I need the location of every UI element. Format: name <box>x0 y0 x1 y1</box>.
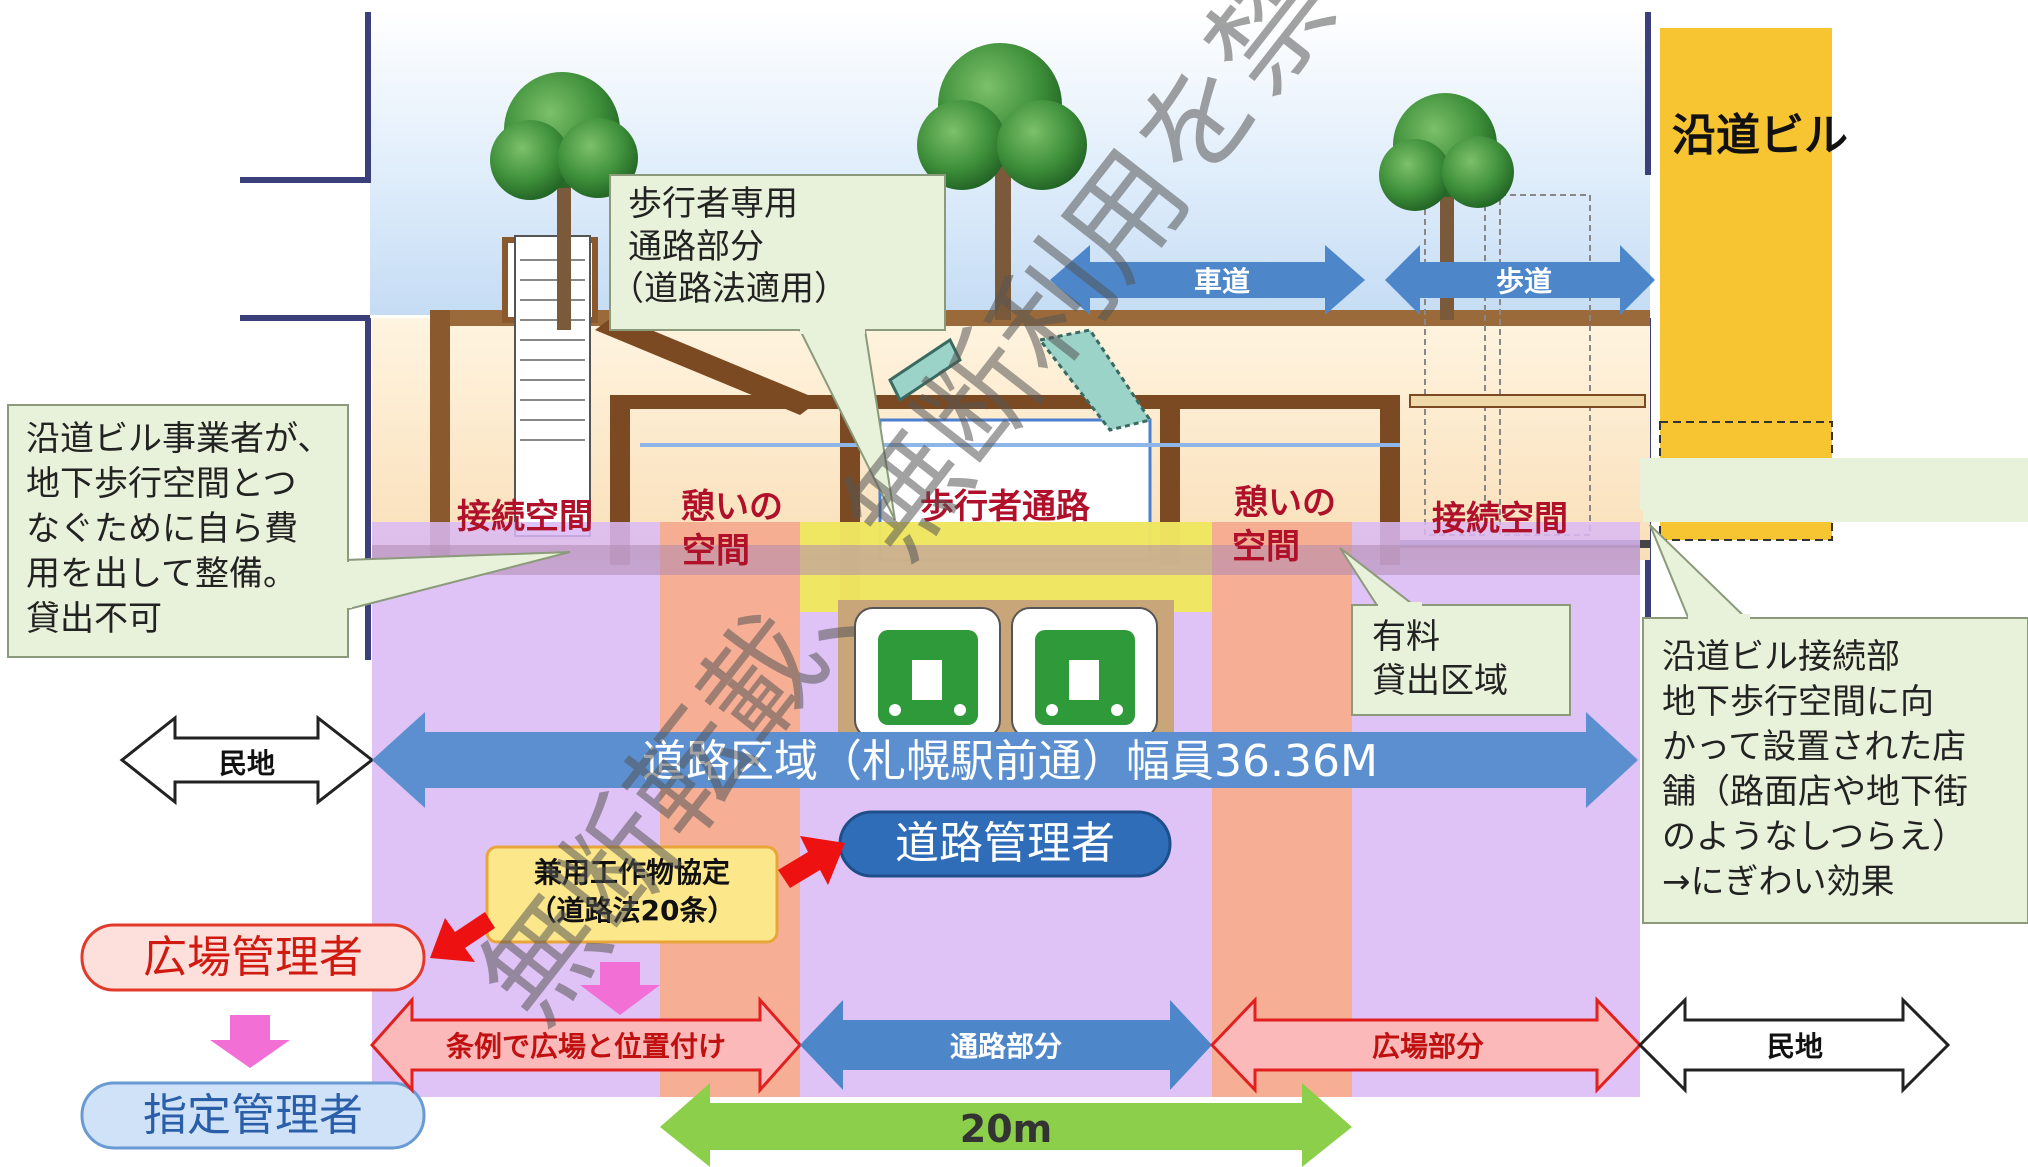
agreement-line2: （道路法20条） <box>529 894 736 927</box>
callout-connection-line4: 舗（路面店や地下街 <box>1662 772 1968 812</box>
private-land-right-label: 民地 <box>1767 1030 1823 1063</box>
pink-arrow-to-designated-manager <box>210 1015 290 1068</box>
zone-connection-left: 接続空間 <box>457 497 593 537</box>
plaza-section-label: 広場部分 <box>1372 1030 1484 1063</box>
roadway-arrow: 車道 <box>1050 245 1365 315</box>
width-20m-arrow: 20m <box>660 1083 1352 1167</box>
callout-building-operator: 沿道ビル事業者が、 地下歩行空間とつ なぐために自ら費 用を出して整備。 貸出不… <box>7 404 571 658</box>
designated-manager: 指定管理者 <box>80 1081 426 1150</box>
road-manager: 道路管理者 <box>838 810 1172 878</box>
callout-paid-rental-line2: 貸出区域 <box>1372 661 1508 701</box>
plaza-section-arrow: 広場部分 <box>1209 996 1643 1094</box>
callout-paid-rental-line1: 有料 <box>1372 617 1440 657</box>
callout-operator-line2: 地下歩行空間とつ <box>26 464 297 504</box>
sidewalk-arrow: 歩道 <box>1385 245 1655 315</box>
plaza-manager-label: 広場管理者 <box>143 932 363 983</box>
callout-connection-line6: →にぎわい効果 <box>1662 862 1895 902</box>
zone-rest-left-line1: 憩いの <box>681 487 783 527</box>
agreement-line1: 兼用工作物協定 <box>534 856 730 889</box>
road-area-label: 道路区域（札幌駅前通）幅員36.36M <box>642 736 1378 787</box>
callout-pedestrian-only: 歩行者専用 通路部分 （道路法適用） <box>609 174 946 521</box>
tree-right <box>1379 93 1514 320</box>
plaza-manager: 広場管理者 <box>80 923 426 992</box>
underground-structure <box>372 194 1650 725</box>
red-arrow-to-road-manager <box>778 836 845 888</box>
zone-pedestrian-passage: 歩行者通路 <box>920 487 1091 527</box>
rest-space-right-band <box>1212 522 1352 1097</box>
callout-pedestrian-only-line1: 歩行者専用 <box>628 184 798 224</box>
callout-operator-line5: 貸出不可 <box>26 599 162 639</box>
road-manager-label: 道路管理者 <box>895 818 1115 869</box>
subway-tunnels <box>838 600 1174 739</box>
passage-section-label: 通路部分 <box>950 1030 1062 1063</box>
callout-pedestrian-only-line2: 通路部分 <box>628 227 764 267</box>
dual-structure-agreement: 兼用工作物協定 （道路法20条） <box>485 845 779 944</box>
callout-connection-line1: 沿道ビル接続部 <box>1662 637 1900 677</box>
rest-space-left-band <box>660 522 800 1097</box>
zone-rest-right-line1: 憩いの <box>1234 483 1336 523</box>
tree-center <box>917 43 1087 320</box>
passage-section-arrow: 通路部分 <box>800 1000 1212 1090</box>
ordinance-plaza-label: 条例で広場と位置付け <box>446 1030 726 1063</box>
zone-connection-right: 接続空間 <box>1432 499 1568 539</box>
callout-operator-line1: 沿道ビル事業者が、 <box>26 419 331 459</box>
callout-building-connection: 沿道ビル接続部 地下歩行空間に向 かって設置された店 舗（路面店や地下街 のよう… <box>1640 458 2028 924</box>
callout-connection-line2: 地下歩行空間に向 <box>1662 682 1934 722</box>
callout-pedestrian-only-line3: （道路法適用） <box>610 269 848 309</box>
width-20m-label: 20m <box>960 1107 1052 1151</box>
roadway-label: 車道 <box>1194 265 1250 298</box>
callout-paid-rental: 有料 貸出区域 <box>1339 547 1571 716</box>
ordinance-plaza-arrow: 条例で広場と位置付け <box>369 996 803 1094</box>
zone-rest-left-line2: 空間 <box>682 531 750 571</box>
private-land-left-arrow: 民地 <box>119 714 375 806</box>
callout-connection-line5: のようなしつらえ） <box>1662 817 1966 857</box>
designated-manager-label: 指定管理者 <box>143 1090 363 1141</box>
callout-connection-line3: かって設置された店 <box>1662 727 1966 767</box>
sidewalk-label: 歩道 <box>1496 265 1552 298</box>
pink-arrow-to-ordinance <box>580 962 660 1015</box>
callout-operator-line3: なぐために自ら費 <box>26 509 298 549</box>
roadside-building-label: 沿道ビル <box>1672 110 1848 161</box>
road-area-arrow: 道路区域（札幌駅前通）幅員36.36M <box>372 712 1638 808</box>
underground-floor-band <box>372 545 1640 575</box>
zone-rest-right-line2: 空間 <box>1232 527 1300 567</box>
callout-operator-line4: 用を出して整備。 <box>26 554 297 594</box>
private-land-right-arrow: 民地 <box>1637 996 1951 1094</box>
red-arrow-to-plaza-manager <box>430 912 495 962</box>
private-land-left-label: 民地 <box>219 747 275 780</box>
